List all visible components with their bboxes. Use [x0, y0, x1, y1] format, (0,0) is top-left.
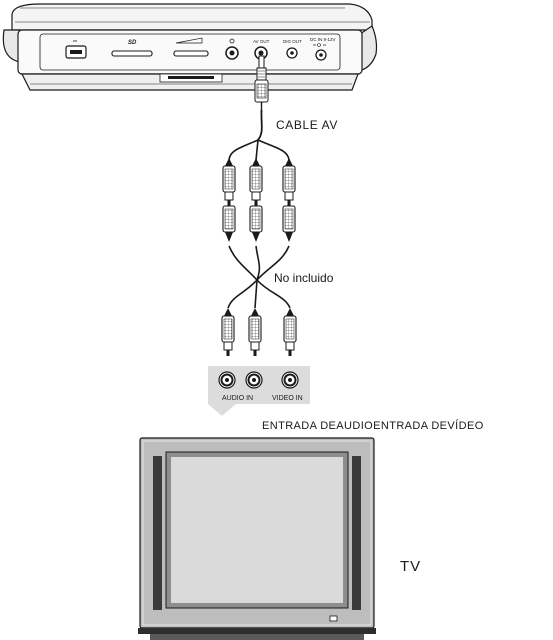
dc-in-label: DC IN 9-12V: [310, 37, 336, 42]
av-cable-main: [257, 109, 263, 141]
headphone-jack: [225, 38, 239, 60]
portable-dvd-player: [2, 3, 378, 91]
tv-input-panel: AUDIO IN VIDEO IN: [208, 366, 310, 416]
digital-out-jack: DIG OUT: [283, 39, 302, 59]
tv-label: TV: [400, 558, 422, 575]
television: [138, 437, 376, 640]
extension-cables: [227, 245, 291, 309]
audio-in-label: AUDIO IN: [222, 395, 253, 402]
dig-out-label: DIG OUT: [283, 39, 302, 44]
av-cable-branch-left: [228, 139, 259, 161]
tv-inputs-label: ENTRADA DEAUDIOENTRADA DEVÍDEO: [262, 420, 484, 432]
right-speaker-strip: [352, 456, 361, 610]
tv-screen: [171, 457, 343, 603]
rca-connector-pair-right: [282, 158, 296, 242]
av-out-label: AV OUT: [253, 39, 270, 44]
rca-plug-audio-right: [248, 308, 262, 356]
audio-in-jack-left: [218, 371, 236, 389]
usb-port: [65, 40, 87, 59]
cable-av-label: CABLE AV: [276, 118, 338, 132]
sd-logo: SD: [128, 40, 137, 46]
video-in-label: VIDEO IN: [272, 395, 303, 402]
sd-card-slot: SD: [111, 40, 153, 57]
tv-base: [138, 628, 376, 634]
av-cable-branch-center: [255, 139, 259, 161]
audio-in-jack-right: [245, 371, 263, 389]
av-mini-plug: [254, 55, 269, 112]
rca-plug-video: [283, 308, 297, 356]
rca-connector-pair-left: [222, 158, 236, 242]
power-button-icon: [329, 615, 338, 622]
rca-connector-pair-center: [249, 158, 263, 242]
not-included-label: No incluido: [274, 271, 334, 285]
volume-slider: [173, 37, 209, 57]
dc-in-jack: DC IN 9-12V: [310, 37, 336, 61]
video-in-jack: [281, 371, 299, 389]
left-speaker-strip: [153, 456, 162, 610]
av-cable-branch-right: [257, 139, 290, 161]
rca-plug-audio-left: [221, 308, 235, 356]
